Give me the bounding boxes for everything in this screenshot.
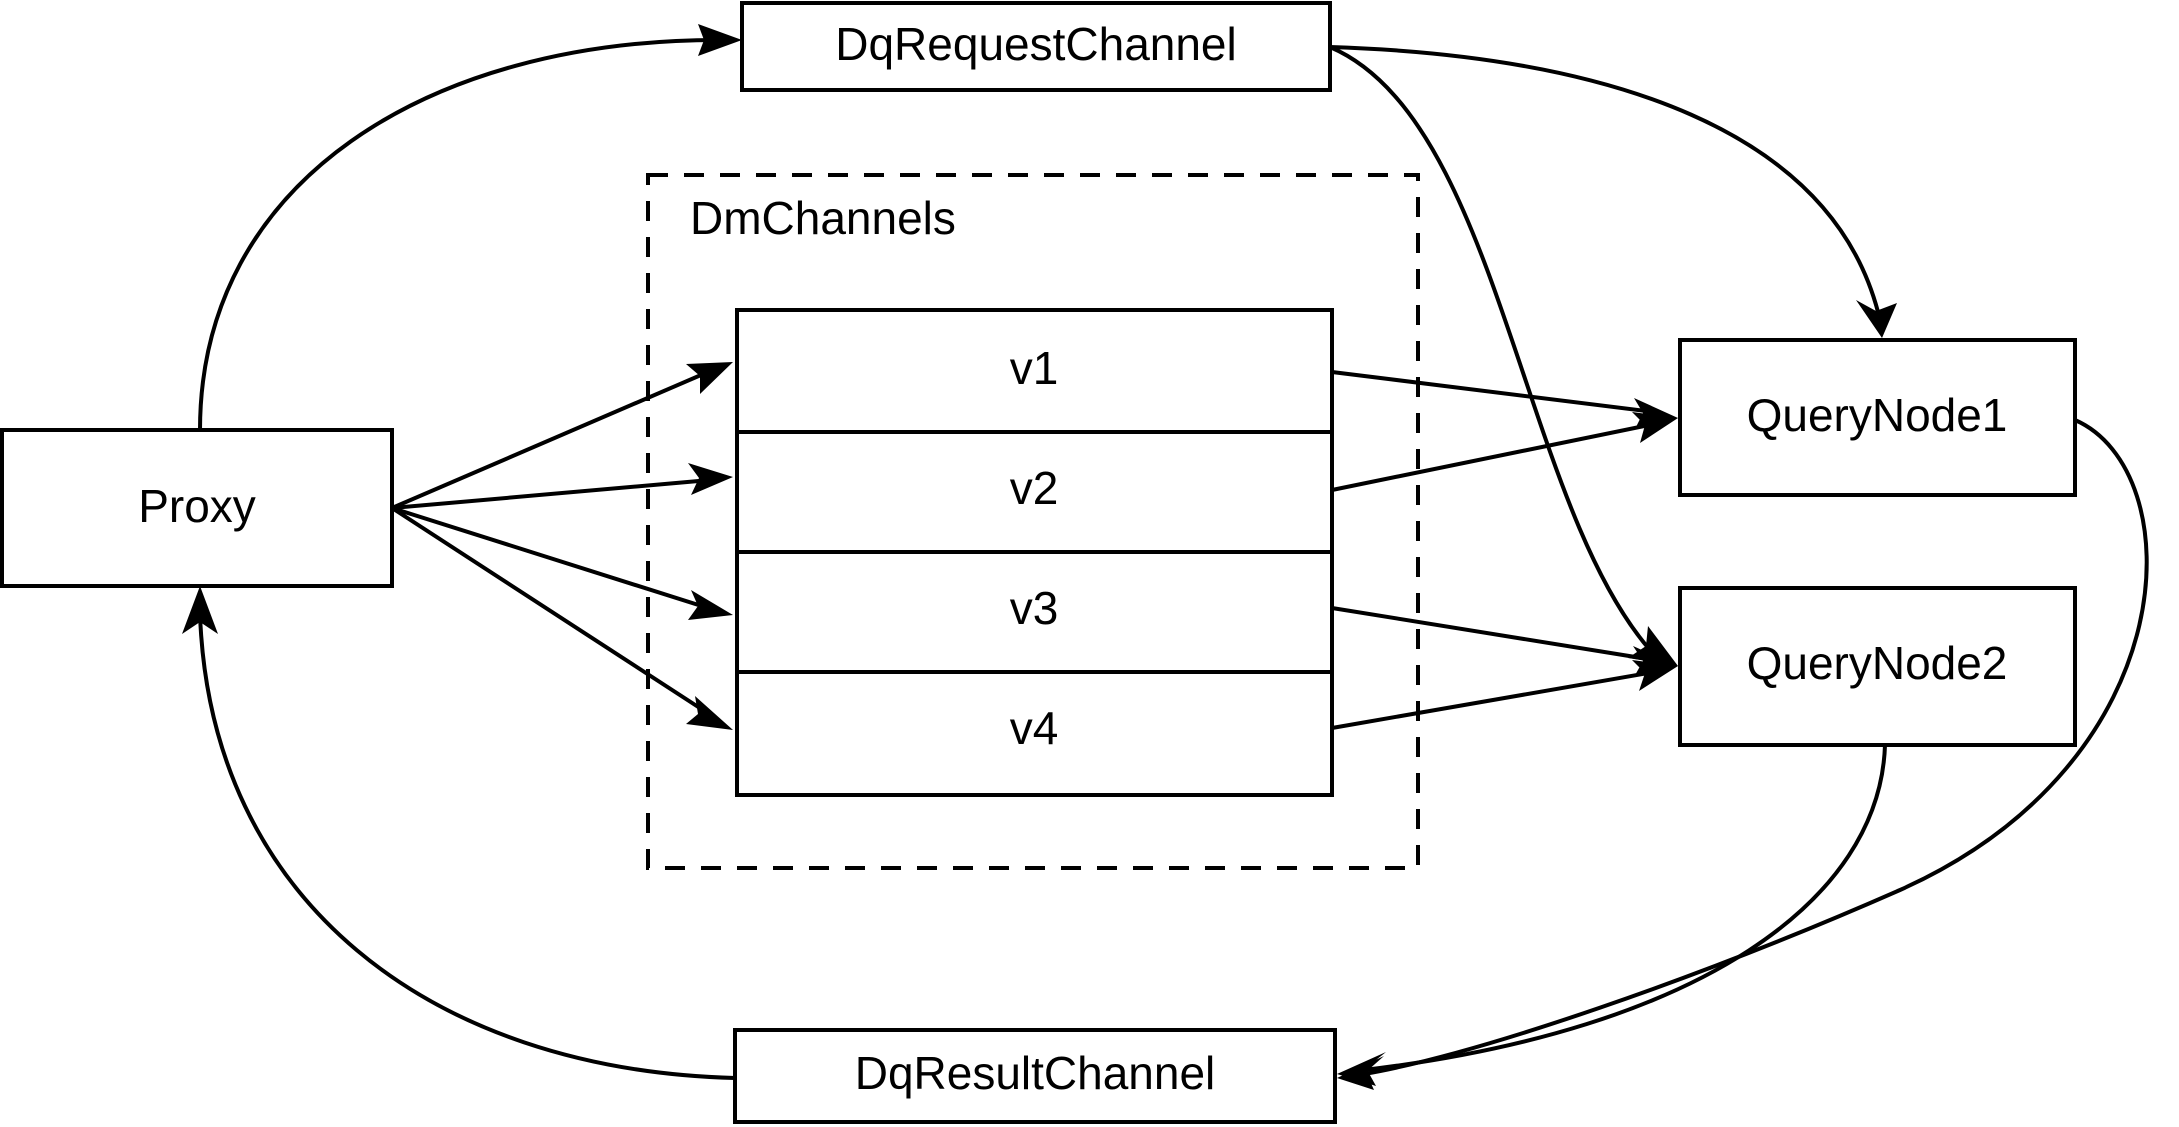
edge-proxy-to-dqrequestchannel <box>198 24 742 431</box>
channel-label-v2: v2 <box>1010 462 1059 514</box>
edge-v2-to-querynode1 <box>1331 412 1678 492</box>
channel-label-v3: v3 <box>1010 582 1059 634</box>
edge-proxy-to-v4 <box>390 506 733 730</box>
channel-label-v4: v4 <box>1010 702 1059 754</box>
node-label-dq-result-channel: DqResultChannel <box>855 1047 1216 1099</box>
edge-proxy-to-v2 <box>391 463 733 510</box>
arrow-head-icon <box>688 463 733 495</box>
arrow-head-icon <box>182 586 218 634</box>
arrow-head-icon <box>686 362 733 394</box>
channel-stack <box>735 308 1334 797</box>
edge-querynode2-to-dqresultchannel <box>1337 744 1887 1086</box>
edge-v4-to-querynode2 <box>1331 660 1678 730</box>
arrow-head-icon <box>698 24 742 56</box>
arrow-head-icon <box>688 590 733 620</box>
edge-dqrequestchannel-to-querynode1 <box>1329 45 1897 338</box>
arrow-head-icon <box>1337 1052 1386 1086</box>
dm-channels-group <box>646 173 1420 870</box>
arrow-head-icon <box>686 696 733 730</box>
edge-proxy-to-v1 <box>391 362 733 510</box>
arrow-head-icon <box>1856 300 1897 338</box>
edge-dqrequestchannel-to-querynode2 <box>1329 45 1678 666</box>
arrow-head-icon <box>1632 412 1678 443</box>
node-label-query-node-2: QueryNode2 <box>1747 637 2008 689</box>
channel-label-v1: v1 <box>1010 342 1059 394</box>
group-label-dm-channels: DmChannels <box>690 192 956 244</box>
node-dq-result-channel[interactable] <box>733 1028 1337 1124</box>
node-label-query-node-1: QueryNode1 <box>1747 389 2008 441</box>
node-label-proxy: Proxy <box>138 480 256 532</box>
node-query-node-2[interactable] <box>1678 586 2077 747</box>
node-proxy[interactable] <box>0 428 394 588</box>
edge-proxy-to-v3 <box>391 506 733 620</box>
edge-v1-to-querynode1 <box>1331 370 1678 429</box>
edge-dqresultchannel-to-proxy <box>182 586 736 1080</box>
node-dq-request-channel[interactable] <box>740 1 1332 92</box>
node-label-dq-request-channel: DqRequestChannel <box>835 18 1237 70</box>
edge-querynode1-to-dqresultchannel <box>1337 418 2149 1090</box>
node-query-node-1[interactable] <box>1678 338 2077 497</box>
arrow-head-icon <box>1632 660 1678 691</box>
